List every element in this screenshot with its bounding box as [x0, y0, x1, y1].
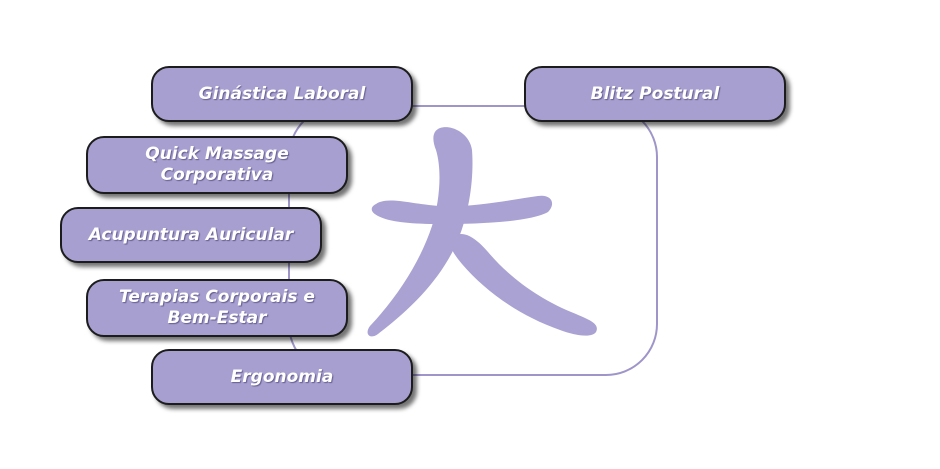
node-terapias-corporais-bem-estar[interactable]: Terapias Corporais e Bem-Estar — [86, 279, 348, 337]
node-ergonomia[interactable]: Ergonomia — [151, 349, 413, 405]
node-ginastica-laboral[interactable]: Ginástica Laboral — [151, 66, 413, 122]
node-quick-massage-corporativa[interactable]: Quick Massage Corporativa — [86, 136, 348, 194]
node-acupuntura-auricular[interactable]: Acupuntura Auricular — [60, 207, 322, 263]
node-blitz-postural[interactable]: Blitz Postural — [524, 66, 786, 122]
